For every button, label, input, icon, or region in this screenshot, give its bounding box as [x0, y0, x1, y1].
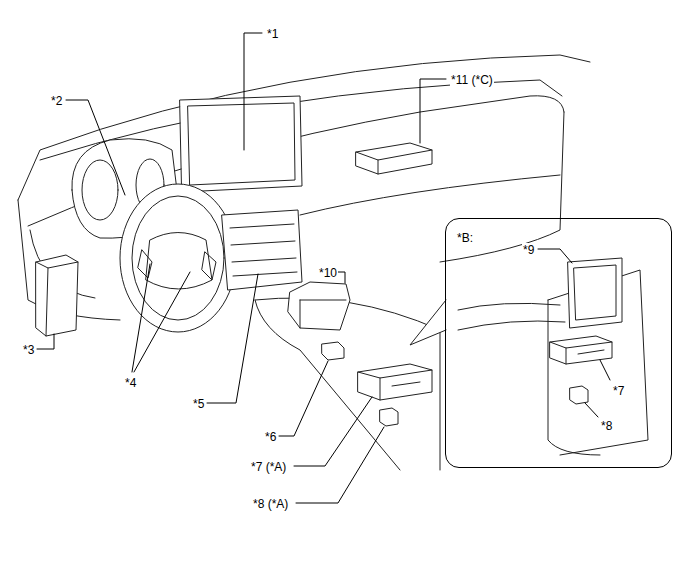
callout-number: *7	[612, 384, 625, 398]
dash-right	[440, 112, 564, 262]
stack-panel	[230, 224, 297, 276]
callout-number: *8 (*A)	[252, 497, 289, 511]
display-screen	[188, 103, 295, 185]
rear-media-edge	[550, 342, 612, 364]
steering-switch	[202, 252, 216, 280]
center-stack	[222, 210, 302, 290]
ecu-box-edge	[36, 262, 78, 336]
leader-lines	[37, 33, 610, 503]
shift-unit-edge	[300, 300, 346, 328]
callout-number: *4	[124, 376, 137, 390]
passenger-part-edge	[356, 150, 432, 174]
media-unit-edge	[358, 370, 432, 400]
callout-number: *7 (*A)	[250, 460, 287, 474]
rear-display-screen	[574, 265, 616, 320]
dash-right-lower	[300, 175, 560, 215]
rear-display	[568, 258, 622, 328]
inset-seat	[458, 303, 565, 330]
usb-part	[380, 408, 398, 426]
center-display	[180, 96, 302, 192]
media-unit	[358, 364, 432, 400]
shift-unit	[288, 282, 350, 330]
callout-number: *10	[318, 266, 338, 280]
callout-number: *8	[600, 419, 613, 433]
console	[255, 298, 440, 470]
callout-number: *6	[264, 430, 277, 444]
steering-hub	[146, 233, 212, 290]
ecu-box	[36, 255, 78, 336]
callout-number: *1	[266, 27, 279, 41]
callout-number: *5	[192, 397, 205, 411]
callout-number: *9	[522, 243, 535, 257]
inset-pointer	[410, 300, 446, 345]
steering-wheel	[120, 184, 236, 332]
callout-number: *11 (*C)	[450, 73, 494, 87]
rear-media-unit	[550, 336, 612, 364]
steering-wheel-inner	[132, 196, 224, 320]
gauge	[82, 160, 118, 220]
view-label: *B:	[457, 231, 473, 245]
switch-part	[322, 342, 344, 360]
callout-number: *3	[22, 343, 35, 357]
inset-panel: *B:	[445, 218, 672, 468]
passenger-part	[356, 143, 432, 174]
rear-usb	[570, 386, 588, 404]
callout-number: *2	[50, 94, 63, 108]
